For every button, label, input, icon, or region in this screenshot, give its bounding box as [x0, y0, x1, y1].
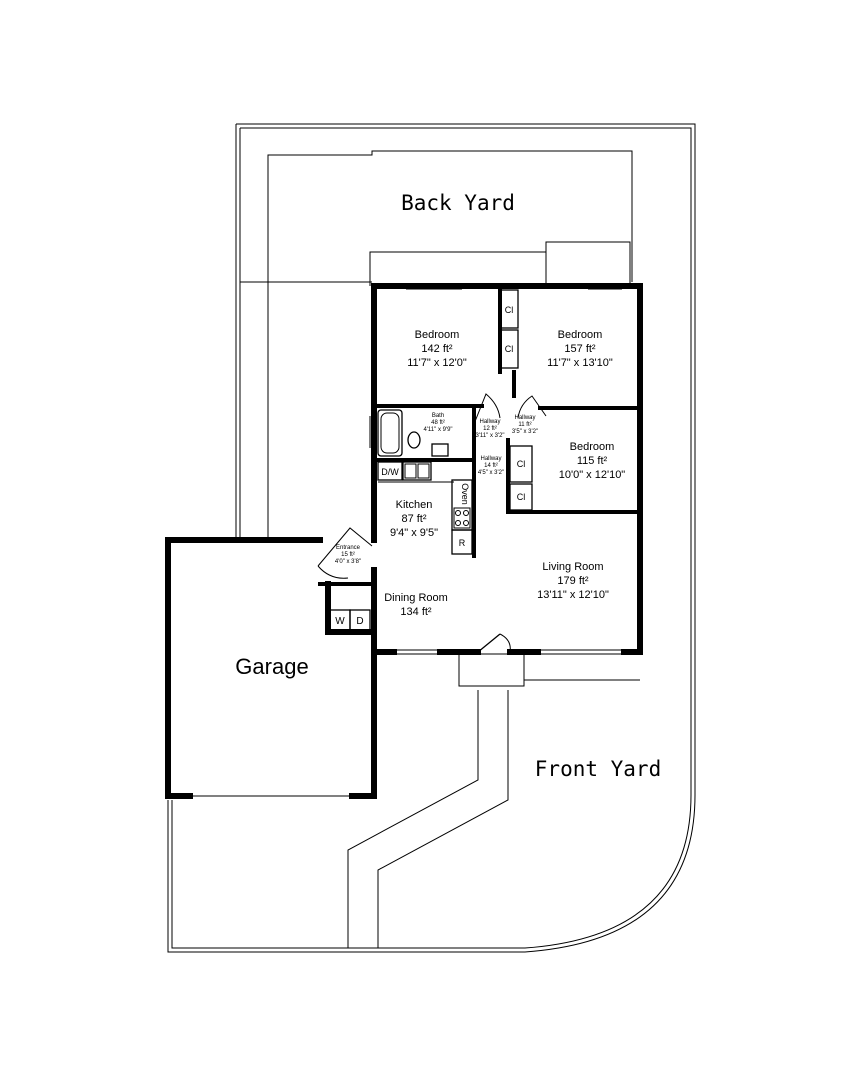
stove-top	[453, 507, 471, 529]
dining-name: Dining Room	[384, 592, 448, 604]
entrance-area: 15 ft²	[341, 552, 355, 558]
kitchen-sink-right-basin	[417, 463, 430, 479]
toilet	[431, 443, 449, 457]
bedroom2-name: Bedroom	[558, 329, 603, 341]
bedroom3-area: 115 ft²	[577, 455, 608, 467]
bath-name: Bath	[432, 413, 444, 419]
walkway-left	[347, 690, 479, 948]
entrance-dims: 4'0" x 3'8"	[335, 559, 361, 565]
living-name: Living Room	[542, 561, 603, 573]
house-exterior-wall-top	[371, 283, 643, 653]
bedroom2-dims: 11'7" x 13'10"	[547, 357, 613, 369]
hallway2-dims: 3'5" x 3'2"	[512, 429, 538, 435]
bedroom2-area: 157 ft²	[564, 343, 596, 355]
dining-area: 134 ft²	[400, 606, 432, 618]
front-door-swing	[499, 633, 511, 653]
closet-3-label: Cl	[517, 459, 526, 469]
entrance-door-swing	[317, 527, 373, 579]
stove-burner-1	[455, 510, 461, 516]
closet-2	[499, 329, 519, 369]
garage-label: Garage	[235, 654, 308, 679]
bedroom1-dims: 11'7" x 12'0"	[407, 357, 467, 369]
front-yard-label: Front Yard	[535, 757, 661, 781]
kitchen-dims: 9'4" x 9'5"	[390, 527, 438, 539]
entrance-name: Entrance	[336, 545, 361, 551]
bath-area: 48 ft²	[431, 420, 445, 426]
hallway2-name: Hallway	[514, 415, 535, 421]
front-stoop	[458, 653, 525, 687]
hallway2-area: 11 ft²	[518, 422, 531, 428]
closet-4	[509, 483, 533, 511]
front-door	[477, 633, 501, 653]
bedroom1-area: 142 ft²	[421, 343, 453, 355]
bath-sink	[407, 431, 421, 449]
patio-outline	[369, 241, 631, 286]
hallway3-area: 14 ft²	[484, 463, 498, 469]
hallway1-area: 12 ft²	[483, 426, 497, 432]
bathtub	[377, 409, 403, 457]
walkway-right	[377, 690, 509, 948]
closet-1	[499, 289, 519, 329]
hallway-door-swing-left	[473, 393, 501, 425]
closet-3	[509, 445, 533, 483]
hallway3-dims: 4'5" x 3'2"	[478, 470, 504, 476]
garage-wall	[165, 537, 323, 799]
stove-burner-2	[463, 510, 469, 516]
hallway1-name: Hallway	[479, 419, 500, 425]
closet-2-label: Cl	[505, 344, 514, 354]
bathtub-inner	[380, 412, 400, 454]
dryer-label: D	[356, 616, 363, 627]
hallway1-dims: 3'11" x 3'2"	[475, 433, 504, 439]
kitchen-area: 87 ft²	[401, 513, 426, 525]
refrigerator-box	[451, 529, 473, 555]
bedroom1-name: Bedroom	[415, 329, 460, 341]
stove-burner-4	[463, 520, 469, 526]
dishwasher-label: D/W	[381, 467, 399, 477]
oven-label: Oven	[460, 483, 470, 505]
closet-4-label: Cl	[517, 492, 526, 502]
back-yard-fence	[267, 150, 633, 540]
kitchen-name: Kitchen	[396, 499, 433, 511]
washer-label: W	[335, 616, 345, 627]
back-yard-label: Back Yard	[401, 191, 515, 215]
living-dims: 13'11" x 12'10"	[537, 589, 609, 601]
bedroom3-name: Bedroom	[570, 441, 615, 453]
hallway3-name: Hallway	[480, 456, 501, 462]
kitchen-sink-left-basin	[404, 463, 417, 479]
hallway-door-swing-right	[517, 395, 547, 419]
dishwasher-box	[377, 461, 403, 481]
refrigerator-label: R	[459, 538, 466, 548]
bedroom3-dims: 10'0" x 12'10"	[559, 469, 626, 481]
living-area: 179 ft²	[557, 575, 589, 587]
closet-1-label: Cl	[505, 305, 514, 315]
lot-boundary	[167, 123, 696, 953]
stove-burner-3	[455, 520, 461, 526]
kitchen-sink	[402, 461, 432, 481]
laundry-wall	[325, 581, 375, 635]
bath-dims: 4'11" x 9'9"	[423, 427, 452, 433]
lot-boundary-inner	[171, 127, 692, 949]
